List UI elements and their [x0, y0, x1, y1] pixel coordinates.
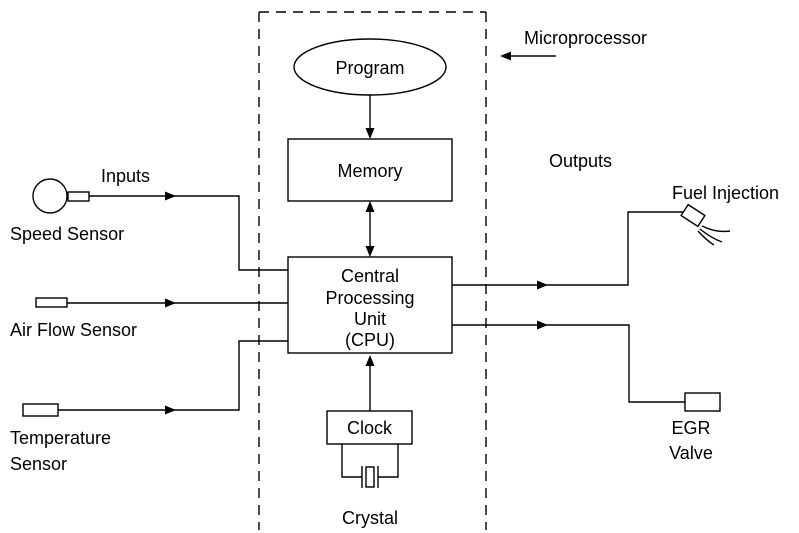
air-flow-sensor-label: Air Flow Sensor — [10, 320, 137, 340]
crystal-label: Crystal — [342, 508, 398, 528]
clock-box — [326, 410, 413, 445]
memory-cpu-arrowhead-down — [365, 246, 375, 257]
microprocessor-pointer-arrowhead — [500, 51, 511, 61]
speed-sensor-line — [89, 195, 288, 271]
memory-box — [287, 138, 453, 202]
egr-valve-arrowhead — [537, 320, 548, 330]
cpu-label-line-2: Processing — [325, 288, 414, 308]
cpu-label-line-1: Central — [341, 266, 399, 286]
air-flow-sensor-arrowhead — [165, 298, 176, 308]
memory-cpu-arrowhead-up — [365, 201, 375, 212]
fuel-injection-label: Fuel Injection — [672, 183, 779, 203]
fuel-injector-icon — [680, 203, 731, 246]
inputs-heading: Inputs — [101, 166, 150, 186]
cpu-box — [287, 256, 453, 354]
memory-label: Memory — [337, 161, 402, 181]
program-label: Program — [335, 58, 404, 78]
egr-valve-line — [452, 324, 685, 403]
speed-sensor-connector-icon — [67, 191, 90, 202]
temperature-sensor-label-line-1: Temperature — [10, 428, 111, 448]
air-flow-sensor-icon — [35, 297, 68, 308]
clock-label: Clock — [347, 418, 393, 438]
cpu-label-line-3: Unit — [354, 309, 386, 329]
outputs-heading: Outputs — [549, 151, 612, 171]
egr-valve-icon — [684, 392, 721, 412]
microprocessor-label: Microprocessor — [524, 28, 647, 48]
speed-sensor-label: Speed Sensor — [10, 224, 124, 244]
clock-cpu-arrowhead — [365, 355, 375, 366]
speed-sensor-arrowhead — [165, 191, 176, 201]
program-memory-arrowhead — [365, 128, 375, 139]
temperature-sensor-line — [58, 340, 288, 411]
cpu-label-line-4: (CPU) — [345, 330, 395, 350]
egr-valve-label-line-2: Valve — [669, 443, 713, 463]
speed-sensor-icon — [32, 178, 68, 214]
temperature-sensor-icon — [22, 403, 59, 417]
crystal-symbol — [341, 444, 399, 488]
fuel-injection-arrowhead — [537, 280, 548, 290]
temperature-sensor-arrowhead — [165, 405, 176, 415]
temperature-sensor-label-line-2: Sensor — [10, 454, 67, 474]
egr-valve-label-line-1: EGR — [671, 418, 710, 438]
